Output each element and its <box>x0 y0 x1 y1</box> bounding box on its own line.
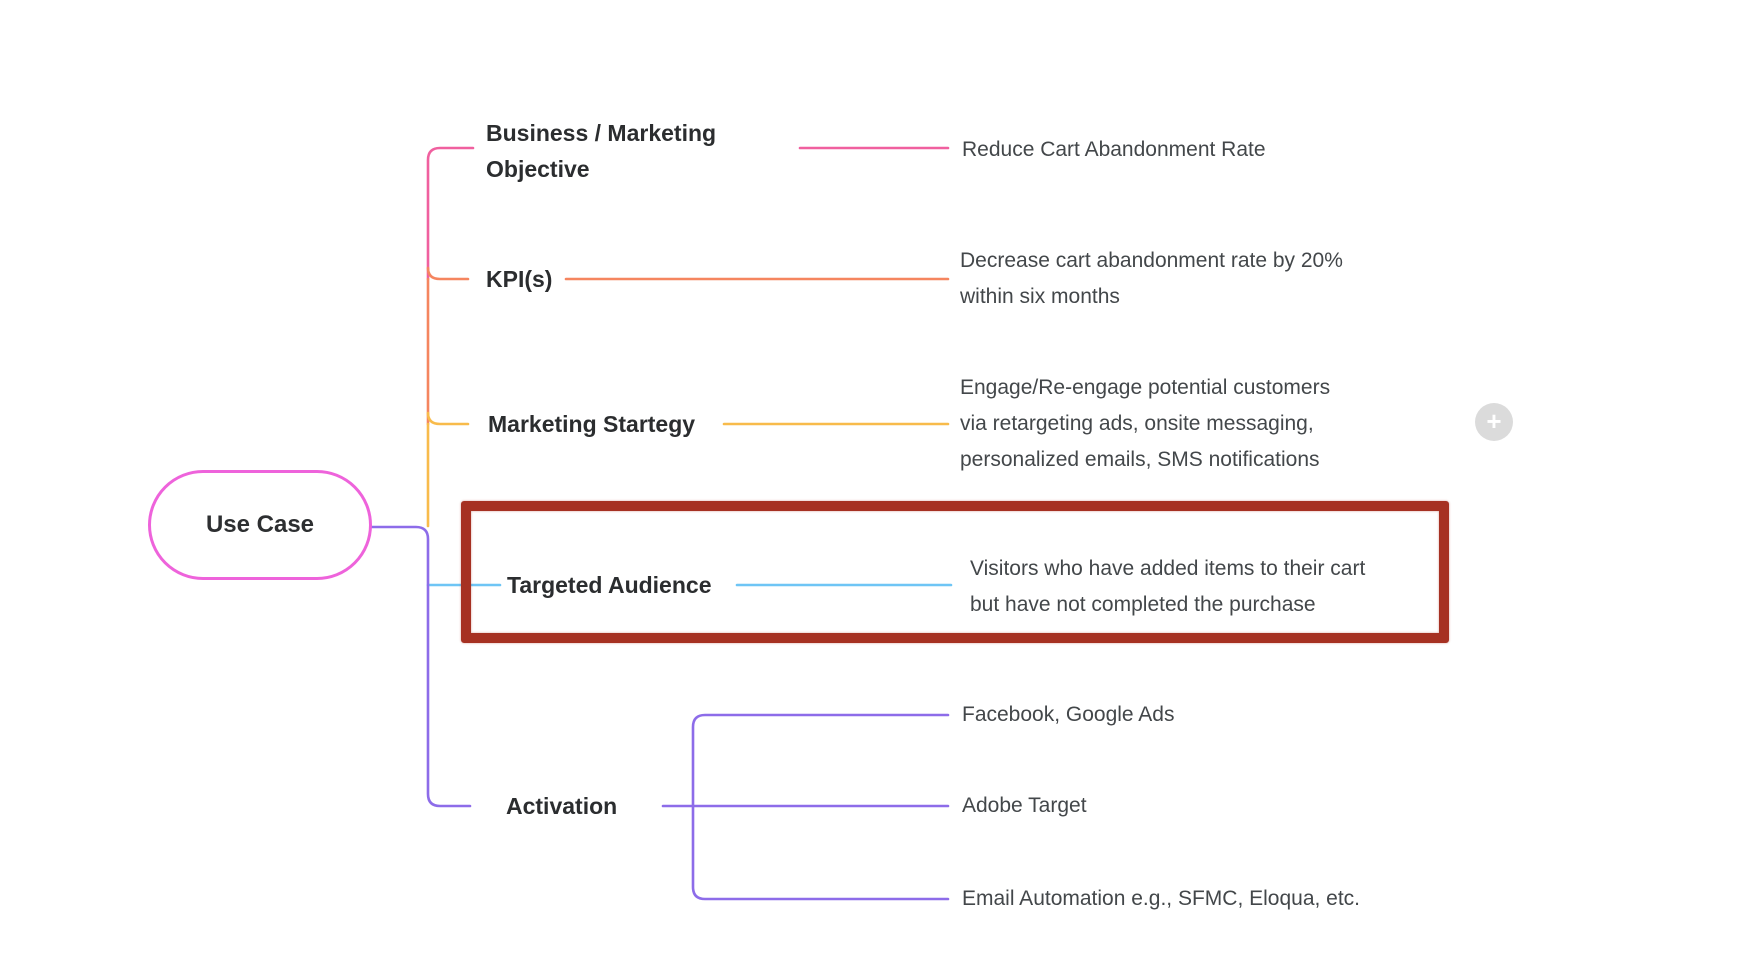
connector-activation <box>370 525 950 901</box>
connector-kpi <box>426 266 950 426</box>
branch-label-activation[interactable]: Activation <box>506 793 618 819</box>
activation-trunk-line <box>370 525 472 808</box>
strategy-stub-line <box>426 411 470 426</box>
activation-subtree-line <box>691 713 950 901</box>
leaf-strategy-1[interactable]: Engage/Re-engage potential customers via… <box>960 376 1331 471</box>
connector-strategy <box>426 411 950 528</box>
leaf-kpi-1[interactable]: Decrease cart abandonment rate by 20% wi… <box>960 249 1343 308</box>
leaf-activation-2[interactable]: Adobe Target <box>962 794 1087 817</box>
branch-label-strategy[interactable]: Marketing Startegy <box>488 411 696 437</box>
leaf-objective-1[interactable]: Reduce Cart Abandonment Rate <box>962 138 1266 161</box>
kpi-stub-line <box>426 266 470 281</box>
branch-label-kpi[interactable]: KPI(s) <box>486 266 553 292</box>
objective-trunk-line <box>426 146 475 281</box>
leaf-activation-3[interactable]: Email Automation e.g., SFMC, Eloqua, etc… <box>962 887 1361 910</box>
plus-icon: + <box>1486 406 1502 436</box>
leaf-audience-1[interactable]: Visitors who have added items to their c… <box>970 557 1366 616</box>
add-node-button[interactable]: + <box>1475 403 1513 441</box>
root-node-label: Use Case <box>205 511 315 538</box>
branch-label-objective[interactable]: Business / Marketing Objective <box>486 120 717 182</box>
root-node[interactable]: Use Case <box>148 470 372 580</box>
leaf-activation-1[interactable]: Facebook, Google Ads <box>962 703 1175 726</box>
connector-objective <box>426 146 950 281</box>
branch-label-audience[interactable]: Targeted Audience <box>507 572 712 598</box>
